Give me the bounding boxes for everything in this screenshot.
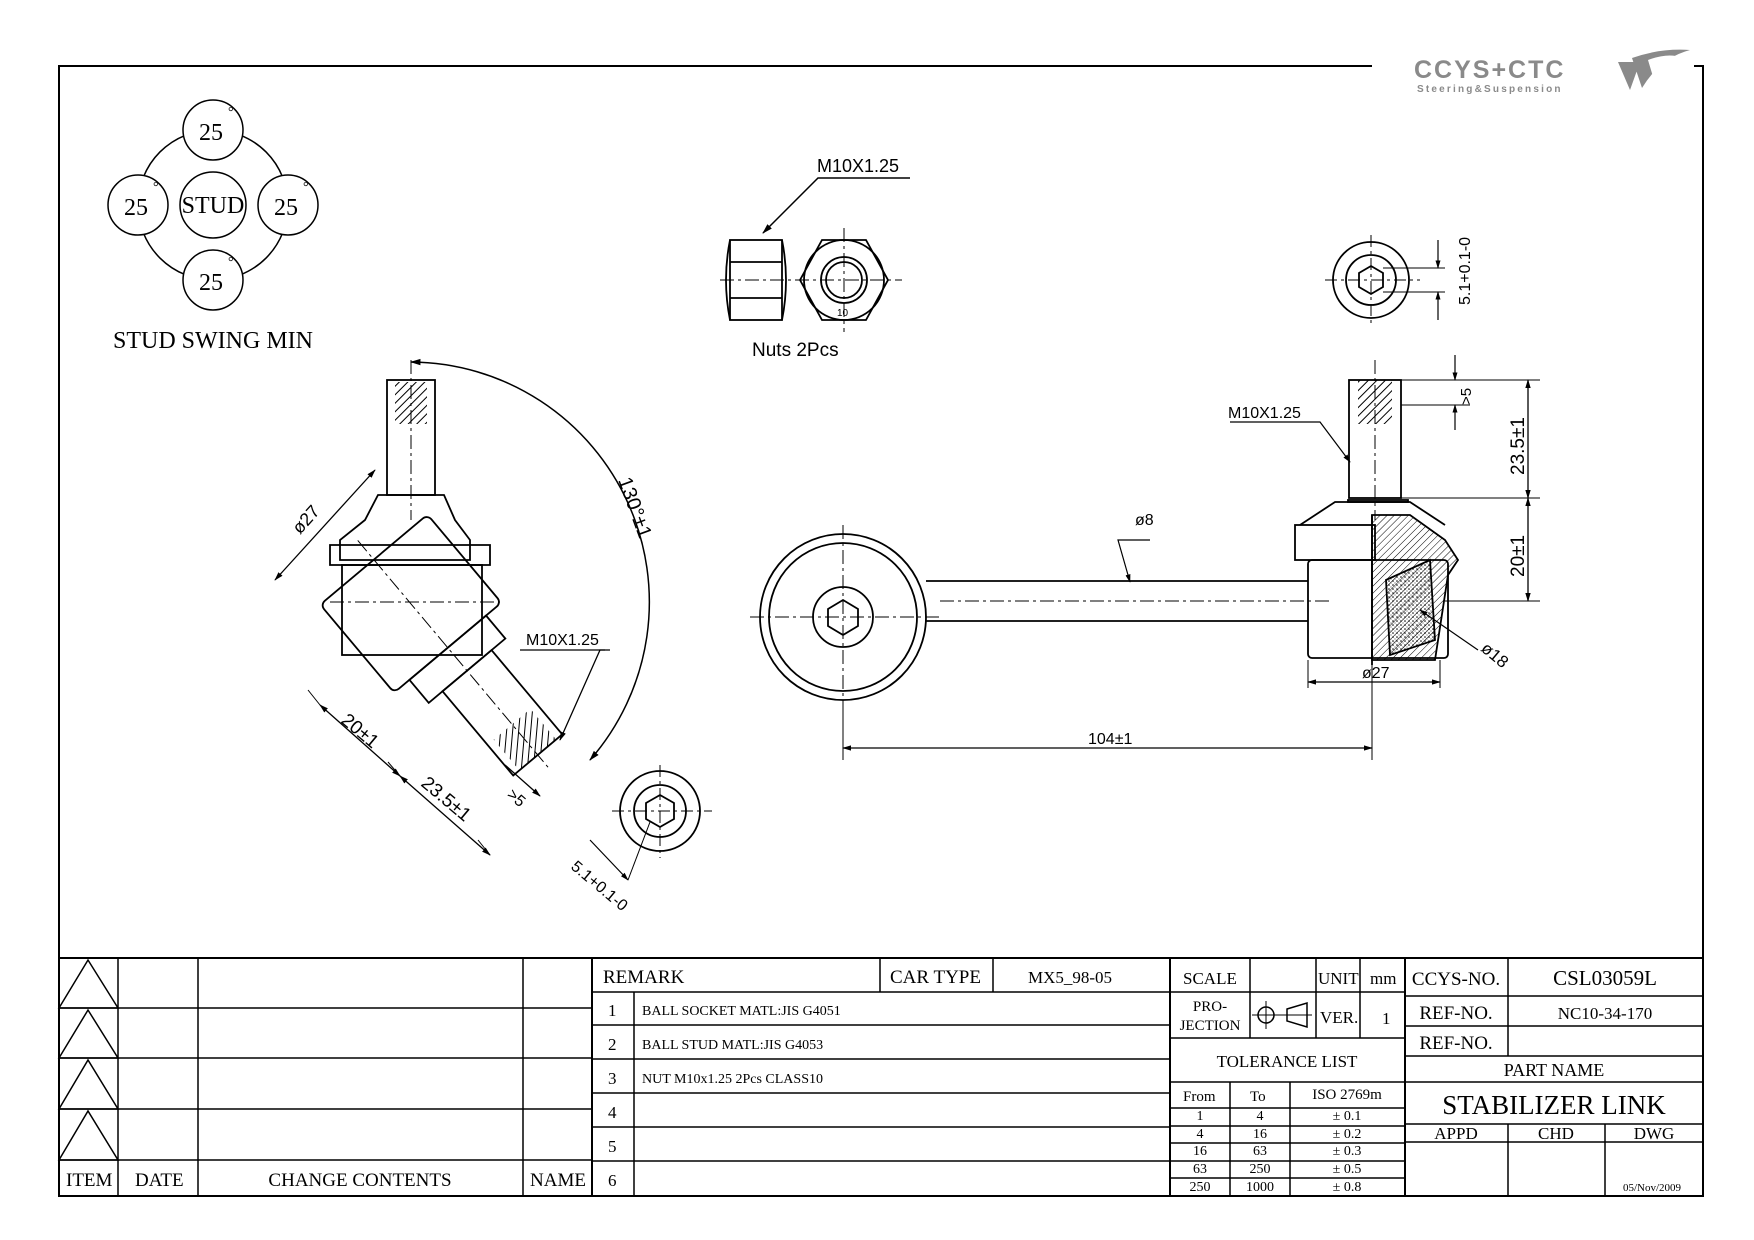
remark-text: NUT M10x1.25 2Pcs CLASS10 xyxy=(642,1072,823,1087)
tol-value: ± 0.2 xyxy=(1333,1127,1362,1142)
dwg-label: DWG xyxy=(1634,1124,1675,1143)
drawing-date: 05/Nov/2009 xyxy=(1623,1182,1682,1194)
rev-col-change: CHANGE CONTENTS xyxy=(268,1170,451,1191)
version-value: 1 xyxy=(1382,1009,1391,1028)
tol-value: ± 0.1 xyxy=(1333,1109,1362,1124)
left-dim-23-5: 23.5±1 xyxy=(417,773,475,826)
version-label: VER. xyxy=(1320,1008,1358,1027)
tolerance-table: From To ISO 2769m 1 4 ± 0.1 4 16 ± 0.2 1… xyxy=(1183,1087,1382,1195)
car-type-label: CAR TYPE xyxy=(890,967,981,988)
rev-col-item: ITEM xyxy=(66,1170,113,1191)
tol-to: 16 xyxy=(1253,1127,1267,1142)
right-dia27-label: ø27 xyxy=(1362,665,1390,682)
swing-angle-left: 25 xyxy=(124,195,148,221)
length-dim-label: 104±1 xyxy=(1088,731,1132,748)
left-hex-end-view xyxy=(589,765,712,881)
tol-from: 4 xyxy=(1197,1127,1204,1142)
tol-header-from: From xyxy=(1183,1089,1216,1105)
remark-text: BALL STUD MATL:JIS G4053 xyxy=(642,1038,823,1053)
tol-from: 63 xyxy=(1193,1162,1207,1177)
swing-angle-right: 25 xyxy=(274,195,298,221)
nut-thread-label: M10X1.25 xyxy=(817,156,899,176)
remark-header: REMARK xyxy=(603,967,685,988)
rev-col-name: NAME xyxy=(530,1170,586,1191)
drawing-frame xyxy=(58,65,1704,1197)
ref-no-label: REF-NO. xyxy=(1419,1003,1492,1024)
appd-label: APPD xyxy=(1434,1124,1477,1143)
part-name-label: PART NAME xyxy=(1504,1060,1604,1080)
remark-num: 3 xyxy=(608,1069,617,1088)
tol-value: ± 0.3 xyxy=(1333,1144,1362,1159)
tol-from: 250 xyxy=(1190,1180,1211,1195)
main-link-view xyxy=(750,355,1540,760)
left-hex-label: 5.1+0.1-0 xyxy=(567,858,630,915)
nut-views xyxy=(720,177,910,332)
remark-list: 1 BALL SOCKET MATL:JIS G4051 2 BALL STUD… xyxy=(608,1001,841,1190)
tol-to: 4 xyxy=(1257,1109,1264,1124)
swing-angle-label: 130°±1 xyxy=(613,474,655,541)
degree-mark-right: ° xyxy=(303,180,309,195)
swing-caption: STUD SWING MIN xyxy=(113,328,313,354)
stud-swing-diagram: 25 25 25 25 STUD ° ° ° ° STUD SWING MIN xyxy=(107,99,319,354)
rev-col-date: DATE xyxy=(135,1170,184,1191)
scale-label: SCALE xyxy=(1183,969,1237,988)
remark-num: 5 xyxy=(608,1137,617,1156)
left-dim-20: 20±1 xyxy=(337,710,383,753)
degree-mark-bottom: ° xyxy=(228,255,234,270)
part-name-value: STABILIZER LINK xyxy=(1442,1090,1666,1120)
unit-label: UNIT xyxy=(1318,969,1359,988)
tol-value: ± 0.5 xyxy=(1333,1162,1362,1177)
tol-to: 250 xyxy=(1250,1162,1271,1177)
tol-from: 16 xyxy=(1193,1144,1207,1159)
ccys-no-value: CSL03059L xyxy=(1553,966,1657,990)
tol-header-iso: ISO 2769m xyxy=(1312,1087,1382,1103)
degree-mark-left: ° xyxy=(153,180,159,195)
swing-angle-bottom: 25 xyxy=(199,270,223,296)
ref-no-value: NC10-34-170 xyxy=(1558,1004,1652,1023)
ref-no-label-2: REF-NO. xyxy=(1419,1033,1492,1054)
tol-from: 1 xyxy=(1197,1109,1204,1124)
remark-num: 4 xyxy=(608,1103,617,1122)
remark-num: 1 xyxy=(608,1001,617,1020)
tol-to: 1000 xyxy=(1246,1180,1274,1195)
logo-tagline: Steering&Suspension xyxy=(1417,84,1563,95)
remark-num: 6 xyxy=(608,1171,617,1190)
right-hex-label: 5.1+0.1-0 xyxy=(1457,237,1474,305)
nut-grade-mark: 10 xyxy=(837,308,849,319)
tol-to: 63 xyxy=(1253,1144,1267,1159)
remark-num: 2 xyxy=(608,1035,617,1054)
left-joint-view xyxy=(274,358,651,856)
projection-label-1: PRO- xyxy=(1193,999,1227,1015)
right-thread-label: M10X1.25 xyxy=(1228,405,1301,422)
car-type-value: MX5_98-05 xyxy=(1028,968,1112,987)
right-dia18-label: ø18 xyxy=(1477,639,1512,672)
title-block xyxy=(57,957,1703,1196)
projection-label-2: JECTION xyxy=(1180,1018,1241,1034)
remark-text: BALL SOCKET MATL:JIS G4051 xyxy=(642,1004,841,1019)
right-dim-23-5: 23.5±1 xyxy=(1508,417,1529,475)
rod-dia-label: ø8 xyxy=(1135,512,1154,529)
left-thread-label: M10X1.25 xyxy=(526,632,599,649)
nut-caption: Nuts 2Pcs xyxy=(752,340,839,361)
left-dim-gt5: >5 xyxy=(503,786,528,811)
right-hex-end-view xyxy=(1325,235,1445,325)
right-dim-20: 20±1 xyxy=(1508,535,1529,577)
unit-value: mm xyxy=(1370,969,1396,988)
tolerance-title: TOLERANCE LIST xyxy=(1217,1052,1358,1071)
tol-value: ± 0.8 xyxy=(1333,1180,1362,1195)
brand-logo: CCYS+CTC Steering&Suspension xyxy=(1414,49,1690,95)
chd-label: CHD xyxy=(1538,1124,1574,1143)
swing-center-label: STUD xyxy=(182,193,245,219)
logo-mark-icon xyxy=(1618,62,1640,90)
ccys-no-label: CCYS-NO. xyxy=(1412,969,1500,990)
degree-mark-top: ° xyxy=(228,105,234,120)
swing-angle-top: 25 xyxy=(199,120,223,146)
logo-brand: CCYS+CTC xyxy=(1414,56,1565,84)
right-dim-gt5: >5 xyxy=(1458,388,1475,405)
tol-header-to: To xyxy=(1250,1089,1266,1105)
